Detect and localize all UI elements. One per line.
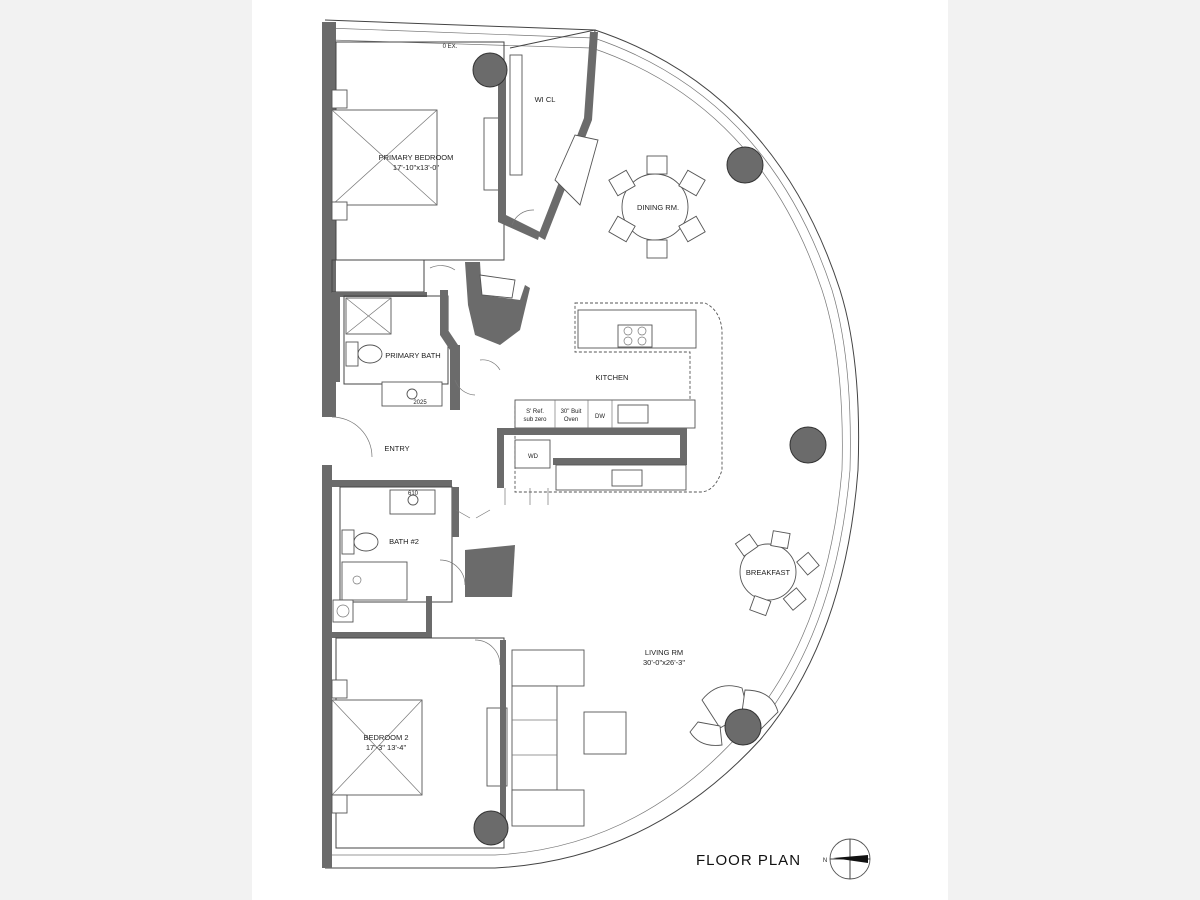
breakfast-chair <box>734 533 759 557</box>
breakfast-chair <box>749 595 772 617</box>
breakfast-name: BREAKFAST <box>746 568 791 577</box>
dining-chair <box>608 215 636 243</box>
dining-name: DINING RM. <box>637 203 679 212</box>
living-name: LIVING RM <box>645 648 683 657</box>
primary-bath: PRIMARY BATH 2025 <box>343 290 460 410</box>
column <box>472 52 508 88</box>
bedroom2-size: 17'-3" 13'-4" <box>366 743 407 752</box>
breakfast-chair <box>782 587 807 611</box>
bath2-name: BATH #2 <box>389 537 419 546</box>
dining-chair <box>608 169 636 197</box>
column <box>789 426 827 464</box>
living-size: 30'-0"x26'-3" <box>643 658 685 667</box>
dining-chair <box>646 155 668 175</box>
toilet <box>353 532 379 552</box>
bath-2: 610 BATH #2 <box>339 486 515 603</box>
washer <box>514 439 551 469</box>
toilet <box>357 344 383 364</box>
dishwasher-label: DW <box>595 414 605 420</box>
oven-sub-label: Oven <box>564 417 578 423</box>
bedroom-bath-partition <box>331 259 427 382</box>
plan-title: FLOOR PLAN <box>696 852 801 869</box>
kitchen: KITCHEN S' Ref. sub zero 30" Buit Oven D… <box>497 302 723 505</box>
kitchen-name: KITCHEN <box>596 373 629 382</box>
column <box>726 146 764 184</box>
dining-chair <box>646 239 668 259</box>
walk-in-closet: WI CL <box>509 29 599 240</box>
breakfast-chair <box>796 551 820 576</box>
toilet-tank <box>345 341 359 367</box>
compass-label: N <box>823 858 827 864</box>
bedroom2-name: BEDROOM 2 <box>363 733 408 742</box>
dining-chair <box>678 169 706 197</box>
washer-label: WD <box>528 454 539 460</box>
breakfast-chair <box>770 530 791 549</box>
breakfast-area: BREAKFAST <box>734 530 820 617</box>
entry-name: ENTRY <box>384 444 409 453</box>
lounge-area <box>689 685 779 746</box>
dining-chair <box>678 215 706 243</box>
living-room: LIVING RM 30'-0"x26'-3" <box>511 426 827 827</box>
dining-area: DINING RM. <box>608 146 764 259</box>
core-shaft <box>429 262 530 396</box>
kitchen-sink <box>617 404 649 424</box>
sofa-back <box>511 649 585 687</box>
cooktop <box>617 324 653 348</box>
cooktop-counter <box>577 309 697 349</box>
entry: ENTRY <box>331 416 452 487</box>
fridge-sub-label: sub zero <box>523 417 547 423</box>
bath2-tub <box>341 561 408 601</box>
primary-bedroom-size: 17'-10"x13'-0" <box>393 163 439 172</box>
column <box>473 810 509 846</box>
closet-ref-label: 0 EX. <box>443 44 458 50</box>
closet-unit <box>332 599 354 623</box>
title-block: FLOOR PLAN N <box>696 838 871 880</box>
closet-wall <box>472 52 540 240</box>
column <box>724 708 762 746</box>
bath-sink-label: 2025 <box>413 400 427 406</box>
closet-name: WI CL <box>535 95 556 104</box>
primary-bedroom-name: PRIMARY BEDROOM <box>379 153 454 162</box>
north-arrow-icon <box>833 855 868 863</box>
bath2-sink-label: 610 <box>408 491 419 497</box>
bedroom-2: BEDROOM 2 17'-3" 13'-4" <box>331 596 509 849</box>
oven-label: 30" Buit <box>561 409 582 415</box>
fridge-label: S' Ref. <box>526 409 544 415</box>
primary-bath-name: PRIMARY BATH <box>385 351 440 360</box>
coffee-table <box>583 711 627 755</box>
